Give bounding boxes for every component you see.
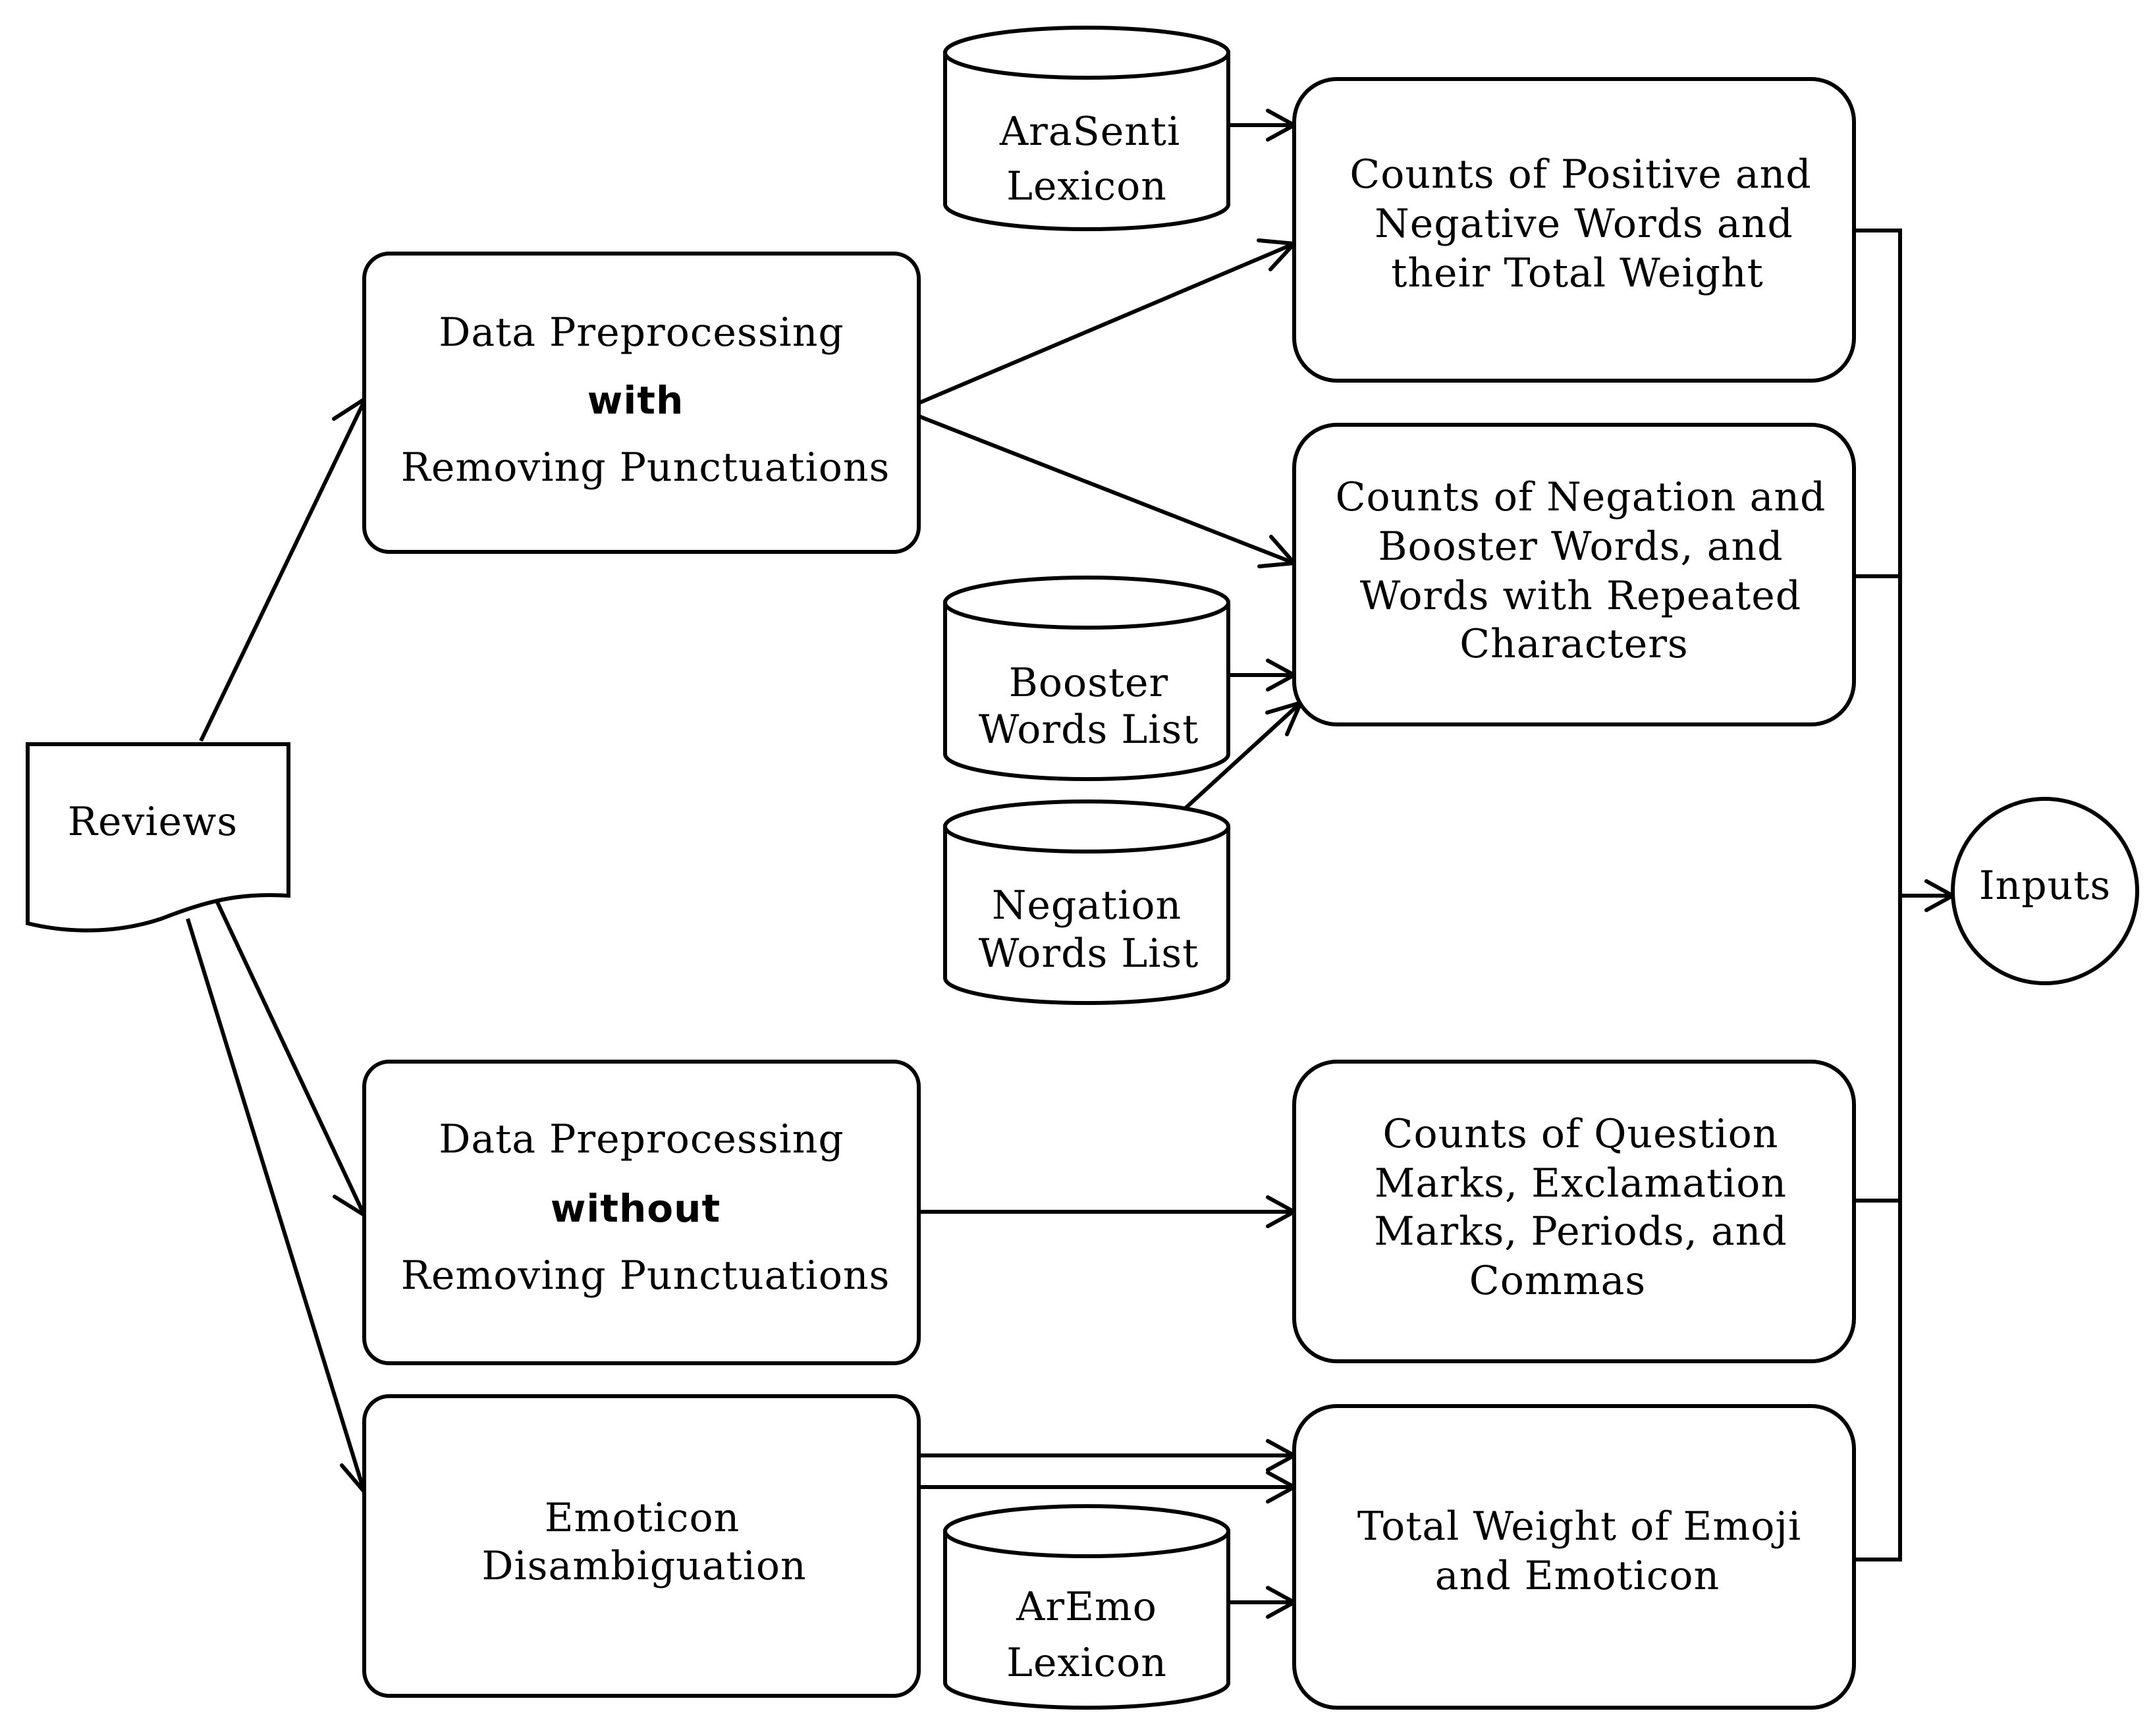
arasenti-line2: Lexicon [1006, 163, 1167, 209]
aremo-line1: ArEmo [1016, 1584, 1157, 1630]
feature-punctuation-node: Counts of Question Marks, Exclamation Ma… [1292, 1060, 1856, 1363]
emoticon-disambiguation-node: Emoticon Disambiguation [362, 1394, 921, 1698]
process-box [1292, 1404, 1856, 1710]
pos-neg-line3: their Total Weight [1391, 250, 1763, 296]
process-box [362, 252, 921, 554]
edge-preprocess-with-to-pos-neg [917, 242, 1295, 405]
emoji-line1: Total Weight of Emoji [1357, 1504, 1801, 1550]
pos-neg-line1: Counts of Positive and [1349, 151, 1811, 198]
negation-words-list-database: Negation Words List [943, 800, 1230, 1005]
preprocess-with-line3: Removing Punctuations [401, 445, 890, 491]
reviews-label: Reviews [68, 799, 238, 845]
preprocess-without-line1: Data Preprocessing [439, 1116, 844, 1162]
punctuation-line4: Commas [1469, 1258, 1646, 1304]
aremo-lexicon-database: ArEmo Lexicon [943, 1504, 1230, 1710]
aremo-line2: Lexicon [1006, 1640, 1167, 1686]
inputs-node: Inputs [1951, 797, 2139, 985]
negation-booster-line3: Words with Repeated [1360, 573, 1801, 619]
process-box [1292, 423, 1856, 726]
negation-booster-line4: Characters [1459, 621, 1688, 667]
process-box [362, 1060, 921, 1365]
cylinder-body [943, 51, 1230, 231]
preprocess-with-node: Data Preprocessing with Removing Punctua… [362, 252, 921, 554]
negation-booster-line1: Counts of Negation and [1336, 474, 1826, 520]
cylinder-top [943, 26, 1230, 80]
emoji-line2: and Emoticon [1435, 1553, 1720, 1599]
edges [186, 109, 1955, 1619]
edge-reviews-to-preprocess-without [215, 901, 366, 1216]
edge-negation-to-negation-booster [1184, 701, 1303, 810]
edge-reviews-to-preprocess-with [199, 397, 368, 742]
feature-negation-booster-node: Counts of Negation and Booster Words, an… [1292, 423, 1856, 726]
edge-reviews-to-emoticon [186, 918, 366, 1492]
cylinder-top [943, 800, 1230, 854]
negation-line1: Negation [992, 882, 1182, 929]
process-box [1292, 77, 1856, 383]
preprocess-with-line2: with [587, 378, 684, 423]
punctuation-line3: Marks, Periods, and [1374, 1208, 1787, 1255]
cylinder-body [943, 825, 1230, 1005]
negation-line2: Words List [979, 931, 1199, 977]
emoticon-line1: Emoticon [545, 1495, 740, 1541]
booster-line1: Booster [1009, 660, 1168, 706]
feature-emoji-node: Total Weight of Emoji and Emoticon [1292, 1404, 1856, 1710]
booster-line2: Words List [979, 707, 1199, 753]
cylinder-top [943, 1504, 1230, 1558]
process-box [362, 1394, 921, 1698]
cylinder-top [943, 576, 1230, 630]
feature-pos-neg-node: Counts of Positive and Negative Words an… [1292, 77, 1856, 383]
cylinder-body [943, 1529, 1230, 1710]
reviews-document-node: Reviews [26, 742, 290, 933]
negation-booster-line2: Booster Words, and [1378, 524, 1783, 570]
document-shape [26, 742, 290, 933]
inputs-label: Inputs [1979, 863, 2111, 909]
inputs-circle [1951, 797, 2139, 985]
punctuation-line2: Marks, Exclamation [1375, 1160, 1787, 1207]
arasenti-line1: AraSenti [999, 109, 1180, 155]
edge-preprocess-with-to-negation-booster [917, 414, 1295, 565]
emoticon-line2: Disambiguation [481, 1543, 806, 1589]
preprocess-with-line1: Data Preprocessing [439, 310, 844, 356]
process-box [1292, 1060, 1856, 1363]
booster-words-list-database: Booster Words List [943, 576, 1230, 781]
cylinder-body [943, 601, 1230, 781]
preprocess-without-line2: without [551, 1186, 721, 1231]
pos-neg-line2: Negative Words and [1375, 201, 1793, 247]
arasenti-lexicon-database: AraSenti Lexicon [943, 26, 1230, 231]
preprocess-without-node: Data Preprocessing without Removing Punc… [362, 1060, 921, 1365]
preprocess-without-line3: Removing Punctuations [401, 1253, 890, 1299]
punctuation-line1: Counts of Question [1383, 1111, 1779, 1157]
